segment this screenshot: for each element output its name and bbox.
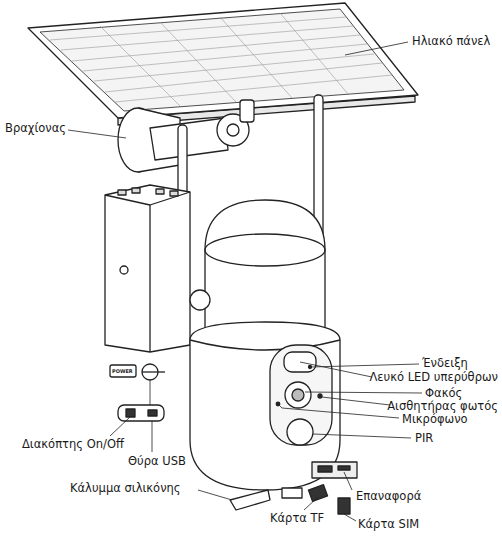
- part-label: PIR: [415, 432, 433, 445]
- part-label: Βραχίονας: [5, 122, 66, 135]
- part-label: Κάρτα TF: [270, 512, 324, 525]
- part-label: Κάρτα SIM: [358, 518, 419, 531]
- part-label: Κάλυμμα σιλικόνης: [70, 482, 181, 495]
- part-label: POWER: [112, 369, 133, 375]
- part-label: Επαναφορά: [356, 490, 421, 503]
- part-label: Φακός: [425, 387, 462, 400]
- part-label: Ένδειξη: [422, 357, 468, 370]
- part-label: Μικρόφωνο: [402, 413, 468, 426]
- part-label: Λευκό LED υπερύθρων: [369, 371, 498, 384]
- part-label: Ηλιακό πάνελ: [412, 35, 490, 48]
- part-label: Διακόπτης On/Off: [22, 438, 124, 451]
- part-label: Αισθητήρας φωτός: [387, 400, 498, 413]
- part-label: Θύρα USB: [128, 455, 186, 468]
